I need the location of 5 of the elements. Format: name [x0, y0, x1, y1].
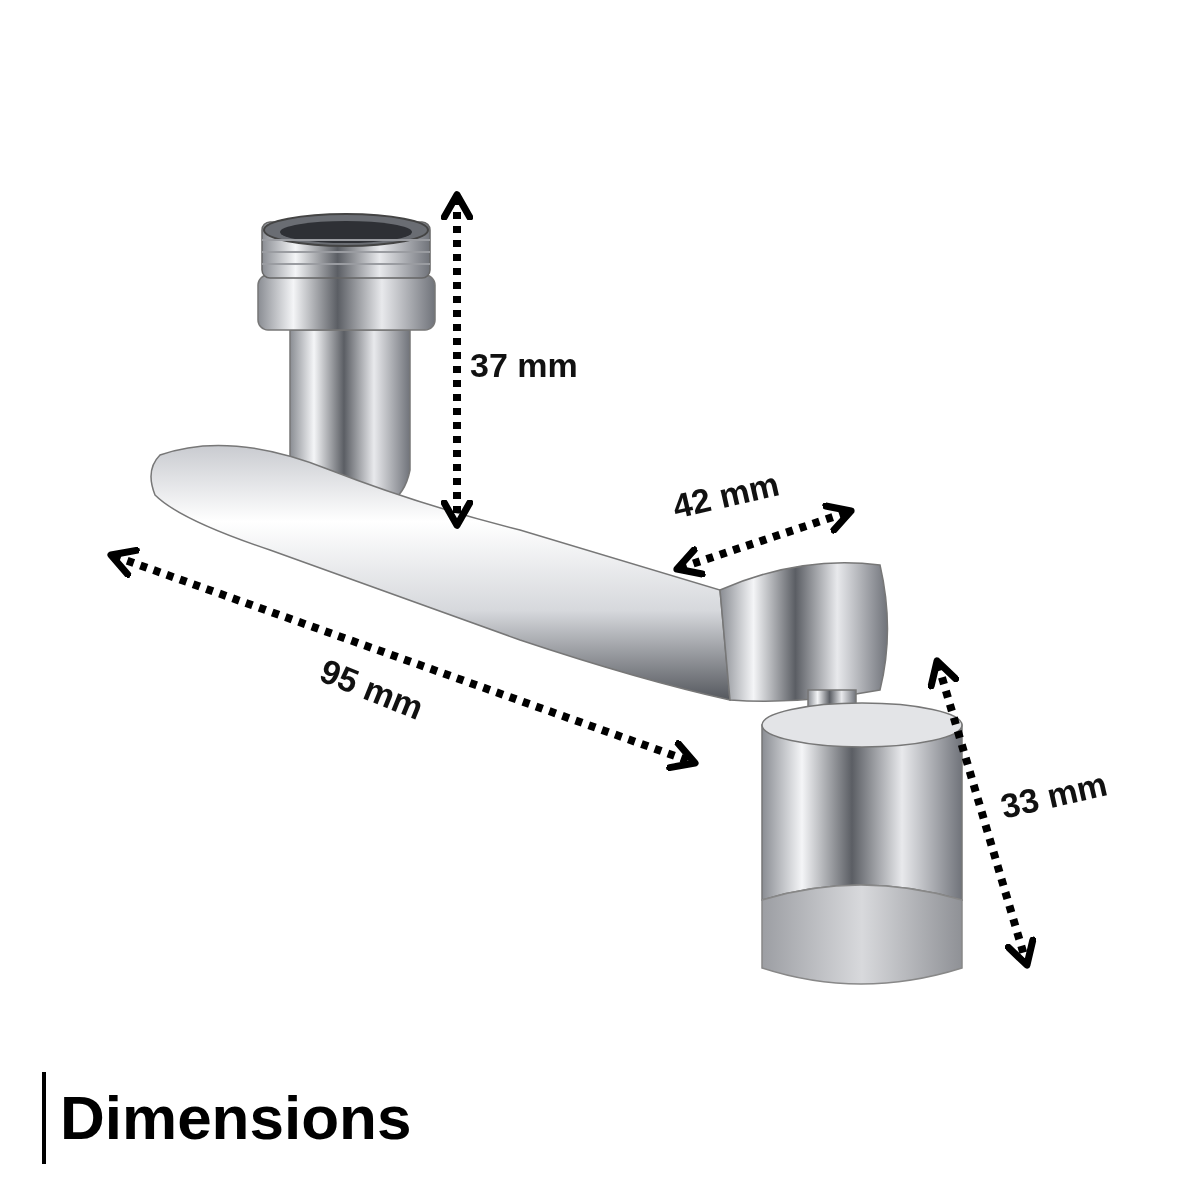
dimension-label: 95 mm	[315, 653, 429, 725]
dimension-label: 37 mm	[470, 348, 578, 382]
dimension-label: 42 mm	[669, 466, 783, 524]
dimension-label: 33 mm	[997, 766, 1111, 824]
title: Dimensions	[42, 1072, 412, 1164]
